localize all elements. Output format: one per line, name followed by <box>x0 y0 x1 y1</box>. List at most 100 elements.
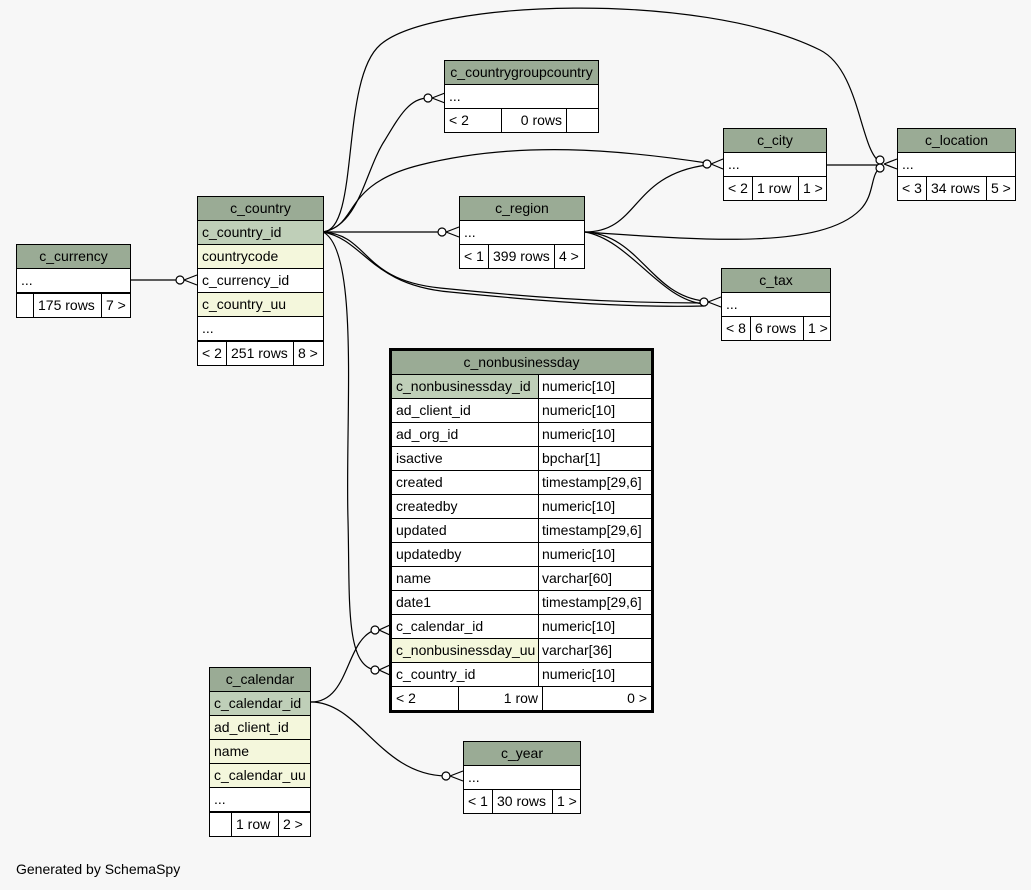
column-row[interactable]: ... <box>898 153 1015 177</box>
children-link[interactable]: 1 > <box>557 793 577 809</box>
edge-region-tax-1 <box>584 231 705 302</box>
row-count: 1 row <box>459 687 543 710</box>
children-link[interactable]: 4 > <box>559 248 579 264</box>
table-header[interactable]: c_tax <box>722 269 830 293</box>
table-c_year[interactable]: c_year ... < 1 30 rows 1 > <box>463 741 581 814</box>
parents-link[interactable]: < 1 <box>464 790 493 813</box>
table-c_countrygroupcountry[interactable]: c_countrygroupcountry ... < 2 0 rows <box>444 60 599 133</box>
table-c_location[interactable]: c_location ... < 3 34 rows 5 > <box>897 128 1016 201</box>
column-name: c_nonbusinessday_id <box>392 375 539 398</box>
row-count: 251 rows <box>227 342 294 365</box>
parents-link[interactable]: < 1 <box>460 245 489 268</box>
column-row[interactable]: ... <box>198 317 323 341</box>
column-type: numeric[10] <box>542 378 616 394</box>
children-link[interactable]: 1 > <box>808 320 828 336</box>
column-row[interactable]: ... <box>460 221 584 245</box>
table-header[interactable]: c_year <box>464 742 580 766</box>
edge-region-city <box>584 164 708 233</box>
column-row[interactable]: ... <box>464 766 580 790</box>
parents-link[interactable]: < 2 <box>198 342 227 365</box>
table-header[interactable]: c_nonbusinessday <box>392 351 651 375</box>
column-type: numeric[10] <box>542 666 616 682</box>
children-link[interactable] <box>567 109 598 132</box>
children-link[interactable]: 7 > <box>106 297 126 313</box>
column-row-indexed[interactable]: c_country_uu <box>198 293 323 317</box>
column-name: c_country_id <box>392 663 539 686</box>
edge-country-countrygroupcountry <box>322 97 429 233</box>
parents-link[interactable]: < 3 <box>898 177 927 200</box>
edge-country-city <box>322 148 708 233</box>
column-type: numeric[10] <box>542 402 616 418</box>
table-c_region[interactable]: c_region ... < 1 399 rows 4 > <box>459 196 585 269</box>
parents-link[interactable]: < 2 <box>445 109 502 132</box>
column-name: updatedby <box>392 543 539 566</box>
column-row-indexed[interactable]: countrycode <box>198 245 323 269</box>
table-c_city[interactable]: c_city ... < 2 1 row 1 > <box>723 128 827 201</box>
column-row[interactable]: c_currency_id <box>198 269 323 293</box>
parents-link[interactable] <box>17 294 34 317</box>
column-row-indexed[interactable]: c_calendar_uu <box>210 764 310 788</box>
parents-link[interactable]: < 2 <box>724 177 753 200</box>
row-count: 1 row <box>753 177 799 200</box>
column-row-indexed[interactable]: name <box>210 740 310 764</box>
parents-link[interactable]: < 8 <box>722 317 751 340</box>
parents-link[interactable] <box>210 813 232 836</box>
table-footer: < 1 399 rows 4 > <box>460 245 584 268</box>
table-header[interactable]: c_country <box>198 197 323 221</box>
children-link[interactable]: 2 > <box>283 816 303 832</box>
table-header[interactable]: c_currency <box>17 245 130 269</box>
row-count: 30 rows <box>493 790 553 813</box>
column-type: numeric[10] <box>542 498 616 514</box>
table-header[interactable]: c_countrygroupcountry <box>445 61 598 85</box>
column-row[interactable]: ... <box>724 153 826 177</box>
column-row-pk[interactable]: c_country_id <box>198 221 323 245</box>
column-name: date1 <box>392 591 539 614</box>
table-c_country[interactable]: c_country c_country_id countrycode c_cur… <box>197 196 324 366</box>
edge-country-location <box>322 7 881 233</box>
column-name: createdby <box>392 495 539 518</box>
column-row[interactable]: ... <box>445 85 598 109</box>
table-footer: < 1 30 rows 1 > <box>464 790 580 813</box>
parents-link[interactable]: < 2 <box>392 687 459 710</box>
column-row[interactable]: ... <box>210 788 310 812</box>
row-count: 399 rows <box>489 245 555 268</box>
column-row-indexed[interactable]: ad_client_id <box>210 716 310 740</box>
children-link[interactable]: 5 > <box>991 180 1011 196</box>
edge-calendar-year <box>310 701 447 777</box>
table-header[interactable]: c_location <box>898 129 1015 153</box>
table-footer: < 2 1 row 1 > <box>724 177 826 200</box>
table-c_tax[interactable]: c_tax ... < 8 6 rows 1 > <box>721 268 831 341</box>
edge-region-location <box>584 167 881 240</box>
table-header[interactable]: c_calendar <box>210 668 310 692</box>
column-name: c_calendar_id <box>392 615 539 638</box>
table-header[interactable]: c_region <box>460 197 584 221</box>
column-row-pk[interactable]: c_calendar_id <box>210 692 310 716</box>
column-row[interactable]: ... <box>722 293 830 317</box>
table-c_currency[interactable]: c_currency ... 175 rows 7 > <box>16 244 131 318</box>
children-link[interactable]: 8 > <box>298 345 318 361</box>
table-header[interactable]: c_city <box>724 129 826 153</box>
children-link[interactable]: 0 > <box>627 690 647 706</box>
table-footer: 1 row 2 > <box>210 812 310 836</box>
row-count: 34 rows <box>927 177 987 200</box>
column-row[interactable]: ... <box>17 269 130 293</box>
table-c_calendar[interactable]: c_calendar c_calendar_id ad_client_id na… <box>209 667 311 837</box>
table-footer: < 2 1 row 0 > <box>392 687 651 710</box>
children-link[interactable]: 1 > <box>803 180 823 196</box>
